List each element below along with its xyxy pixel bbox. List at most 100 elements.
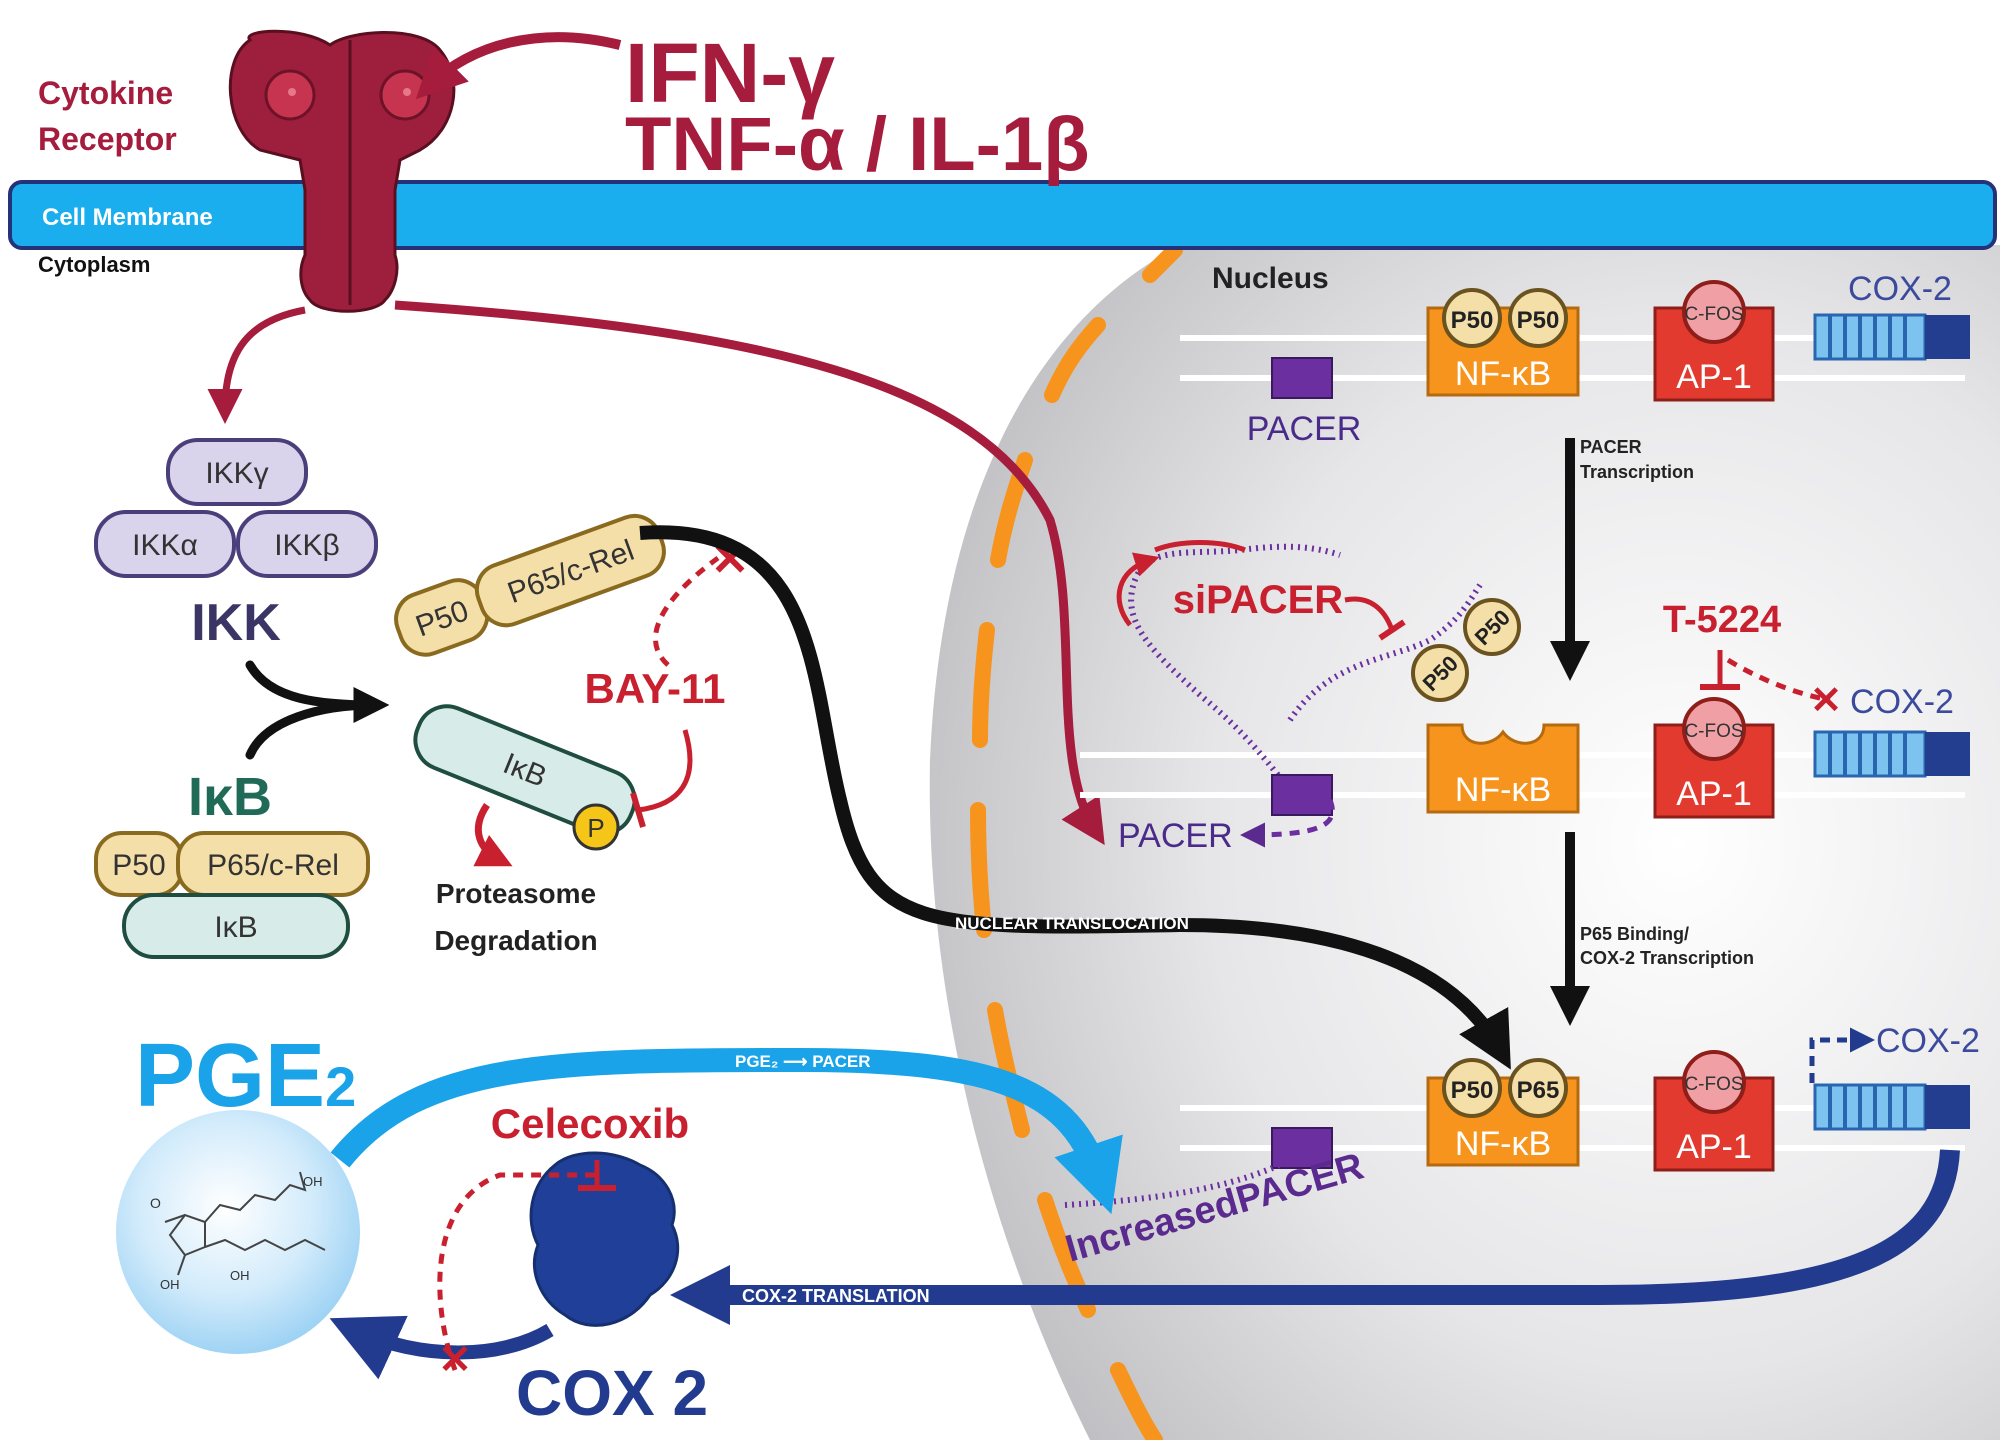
cell-membrane-right	[378, 180, 1997, 250]
row2-nfkb-label: NF-κB	[1455, 771, 1551, 809]
pge2-ketone: O	[150, 1195, 161, 1211]
row2-x-mark: ✕	[1810, 680, 1842, 722]
celecoxib-label: Celecoxib	[491, 1100, 689, 1147]
row2-pacer-gene	[1271, 774, 1333, 816]
pge2-title: PGE2	[135, 1026, 356, 1126]
pacer-transcription-line2: Transcription	[1580, 462, 1694, 482]
row1-pacer-label: PACER	[1247, 410, 1362, 448]
nuclear-translocation-arrow	[639, 525, 1511, 1070]
row2-pacer-label: PACER	[1118, 817, 1233, 855]
ikk-title: IKK	[191, 594, 281, 652]
p65-binding-line2: COX-2 Transcription	[1580, 948, 1754, 968]
nuclear-translocation-label: NUCLEAR TRANSLOCATION	[955, 914, 1189, 933]
ikk-alpha-label: IKKα	[132, 529, 198, 562]
degradation-line2: Degradation	[434, 925, 597, 956]
row3-p65	[1508, 1058, 1568, 1118]
ligand-binding-arrow	[415, 32, 622, 100]
celecoxib-dashed-path	[437, 1172, 597, 1371]
pge2-oh-top: OH	[303, 1174, 323, 1189]
cytokine-receptor	[228, 29, 456, 313]
ikb-complex-ikb	[122, 893, 350, 959]
membrane-label: Cell Membrane	[42, 204, 213, 231]
phosphate-badge	[572, 803, 620, 851]
pge2-to-pacer-arrow	[330, 1047, 1123, 1215]
sipacer-inhibit-line	[1344, 596, 1395, 631]
row3-p50	[1442, 1058, 1502, 1118]
ikk-beta-label: IKKβ	[274, 529, 340, 562]
ikk-gamma-label: IKKγ	[205, 457, 268, 490]
cytoplasm-label: Cytoplasm	[38, 252, 150, 277]
row3-transcription-start	[1809, 1027, 1875, 1083]
row1-cox2-gene	[1813, 313, 1970, 361]
row1-p50a	[1442, 288, 1502, 348]
nucleus-title: Nucleus	[1212, 262, 1329, 295]
phosphate-label: P	[587, 813, 604, 843]
pge2-oh-bottom-left: OH	[160, 1277, 180, 1292]
cox2-translation-arrow	[670, 1149, 1960, 1325]
pge2-title-sub: 2	[325, 1055, 356, 1118]
phospho-ikb: IκB	[413, 704, 637, 836]
row3-ap1-label: AP-1	[1676, 1128, 1752, 1166]
pge2-to-pacer-label: PGE₂ ⟶ PACER	[735, 1052, 871, 1071]
row1-nfkb-label: NF-κB	[1455, 355, 1551, 393]
row1-p50a-label: P50	[1451, 307, 1494, 334]
pacer-rna-strand	[1128, 543, 1341, 777]
sipacer-strand	[1154, 540, 1246, 553]
row2-pacer-dashed	[1240, 799, 1335, 848]
row3-nfkb-label: NF-κB	[1455, 1125, 1551, 1163]
ligand-ifn-gamma: IFN-γ	[625, 26, 835, 120]
ikb-complex-ikb-label: IκB	[214, 911, 257, 944]
celecoxib-x-mark: ✕	[438, 1338, 472, 1382]
row3-cfos-label: C-FOS	[1684, 1074, 1743, 1095]
pge2-sphere	[116, 1110, 360, 1354]
row1-ap1-label: AP-1	[1676, 358, 1752, 396]
row1-pacer-gene	[1271, 357, 1333, 399]
row3-pacer-gene	[1271, 1127, 1333, 1169]
degradation-line1: Proteasome	[436, 878, 596, 909]
row2-cfos	[1682, 697, 1746, 761]
row3-cox2-gene	[1813, 1083, 1970, 1131]
pge2-oh-bottom-right: OH	[230, 1268, 250, 1283]
cox2-translation-label: COX-2 TRANSLATION	[742, 1286, 930, 1306]
cox2-enzyme-blob	[529, 1151, 680, 1327]
receptor-to-ikk-arrow	[207, 306, 306, 424]
released-dimer: P50 P65/c-Rel	[394, 513, 666, 657]
row2-cfos-label: C-FOS	[1684, 721, 1743, 742]
bay11-label: BAY-11	[585, 665, 726, 712]
bay11-inhibit-bar	[630, 792, 646, 828]
row1-cfos	[1682, 280, 1746, 344]
ikb-complex-p65-label: P65/c-Rel	[207, 849, 339, 882]
row1-p50b	[1508, 288, 1568, 348]
free-p50a	[1463, 598, 1521, 656]
sipacer-curl-arrow	[1116, 552, 1160, 627]
degradation-arrow	[473, 803, 513, 867]
ikk-complex: IKKγ IKKα IKKβ IKK	[94, 438, 378, 652]
row1-cox2-label: COX-2	[1848, 270, 1952, 308]
pacer-transcription-line1: PACER	[1580, 437, 1642, 457]
row2-cox2-gene	[1813, 730, 1970, 778]
row3-p65-label: P65	[1517, 1077, 1560, 1104]
cox2-enzyme-label: COX 2	[516, 1357, 708, 1429]
row3-p50-label: P50	[1451, 1077, 1494, 1104]
bay11-inhibit-line	[637, 729, 693, 813]
receptor-label-line1: Cytokine	[38, 75, 173, 111]
row1-cfos-label: C-FOS	[1684, 304, 1743, 325]
row2-nfkb-site	[1426, 723, 1580, 814]
row1-p50b-label: P50	[1517, 307, 1560, 334]
pge2-title-main: PGE	[135, 1026, 325, 1126]
ikk-beta-box	[236, 510, 378, 578]
phospho-ikb-box	[413, 704, 637, 836]
ikk-alpha-box	[94, 510, 236, 578]
ikb-complex-p50-label: P50	[112, 849, 165, 882]
row3-cfos	[1682, 1050, 1746, 1114]
free-p50b	[1411, 644, 1469, 702]
p65-binding-line1: P65 Binding/	[1580, 924, 1689, 944]
ikb-title: IκB	[188, 767, 272, 827]
bay11-dashed-path	[653, 555, 720, 667]
ligand-tnf-il1: TNF-α / IL-1β	[625, 102, 1090, 187]
sipacer-label: siPACER	[1173, 578, 1344, 622]
t5224-label: T-5224	[1663, 599, 1781, 641]
ikk-gamma-box	[166, 438, 308, 506]
